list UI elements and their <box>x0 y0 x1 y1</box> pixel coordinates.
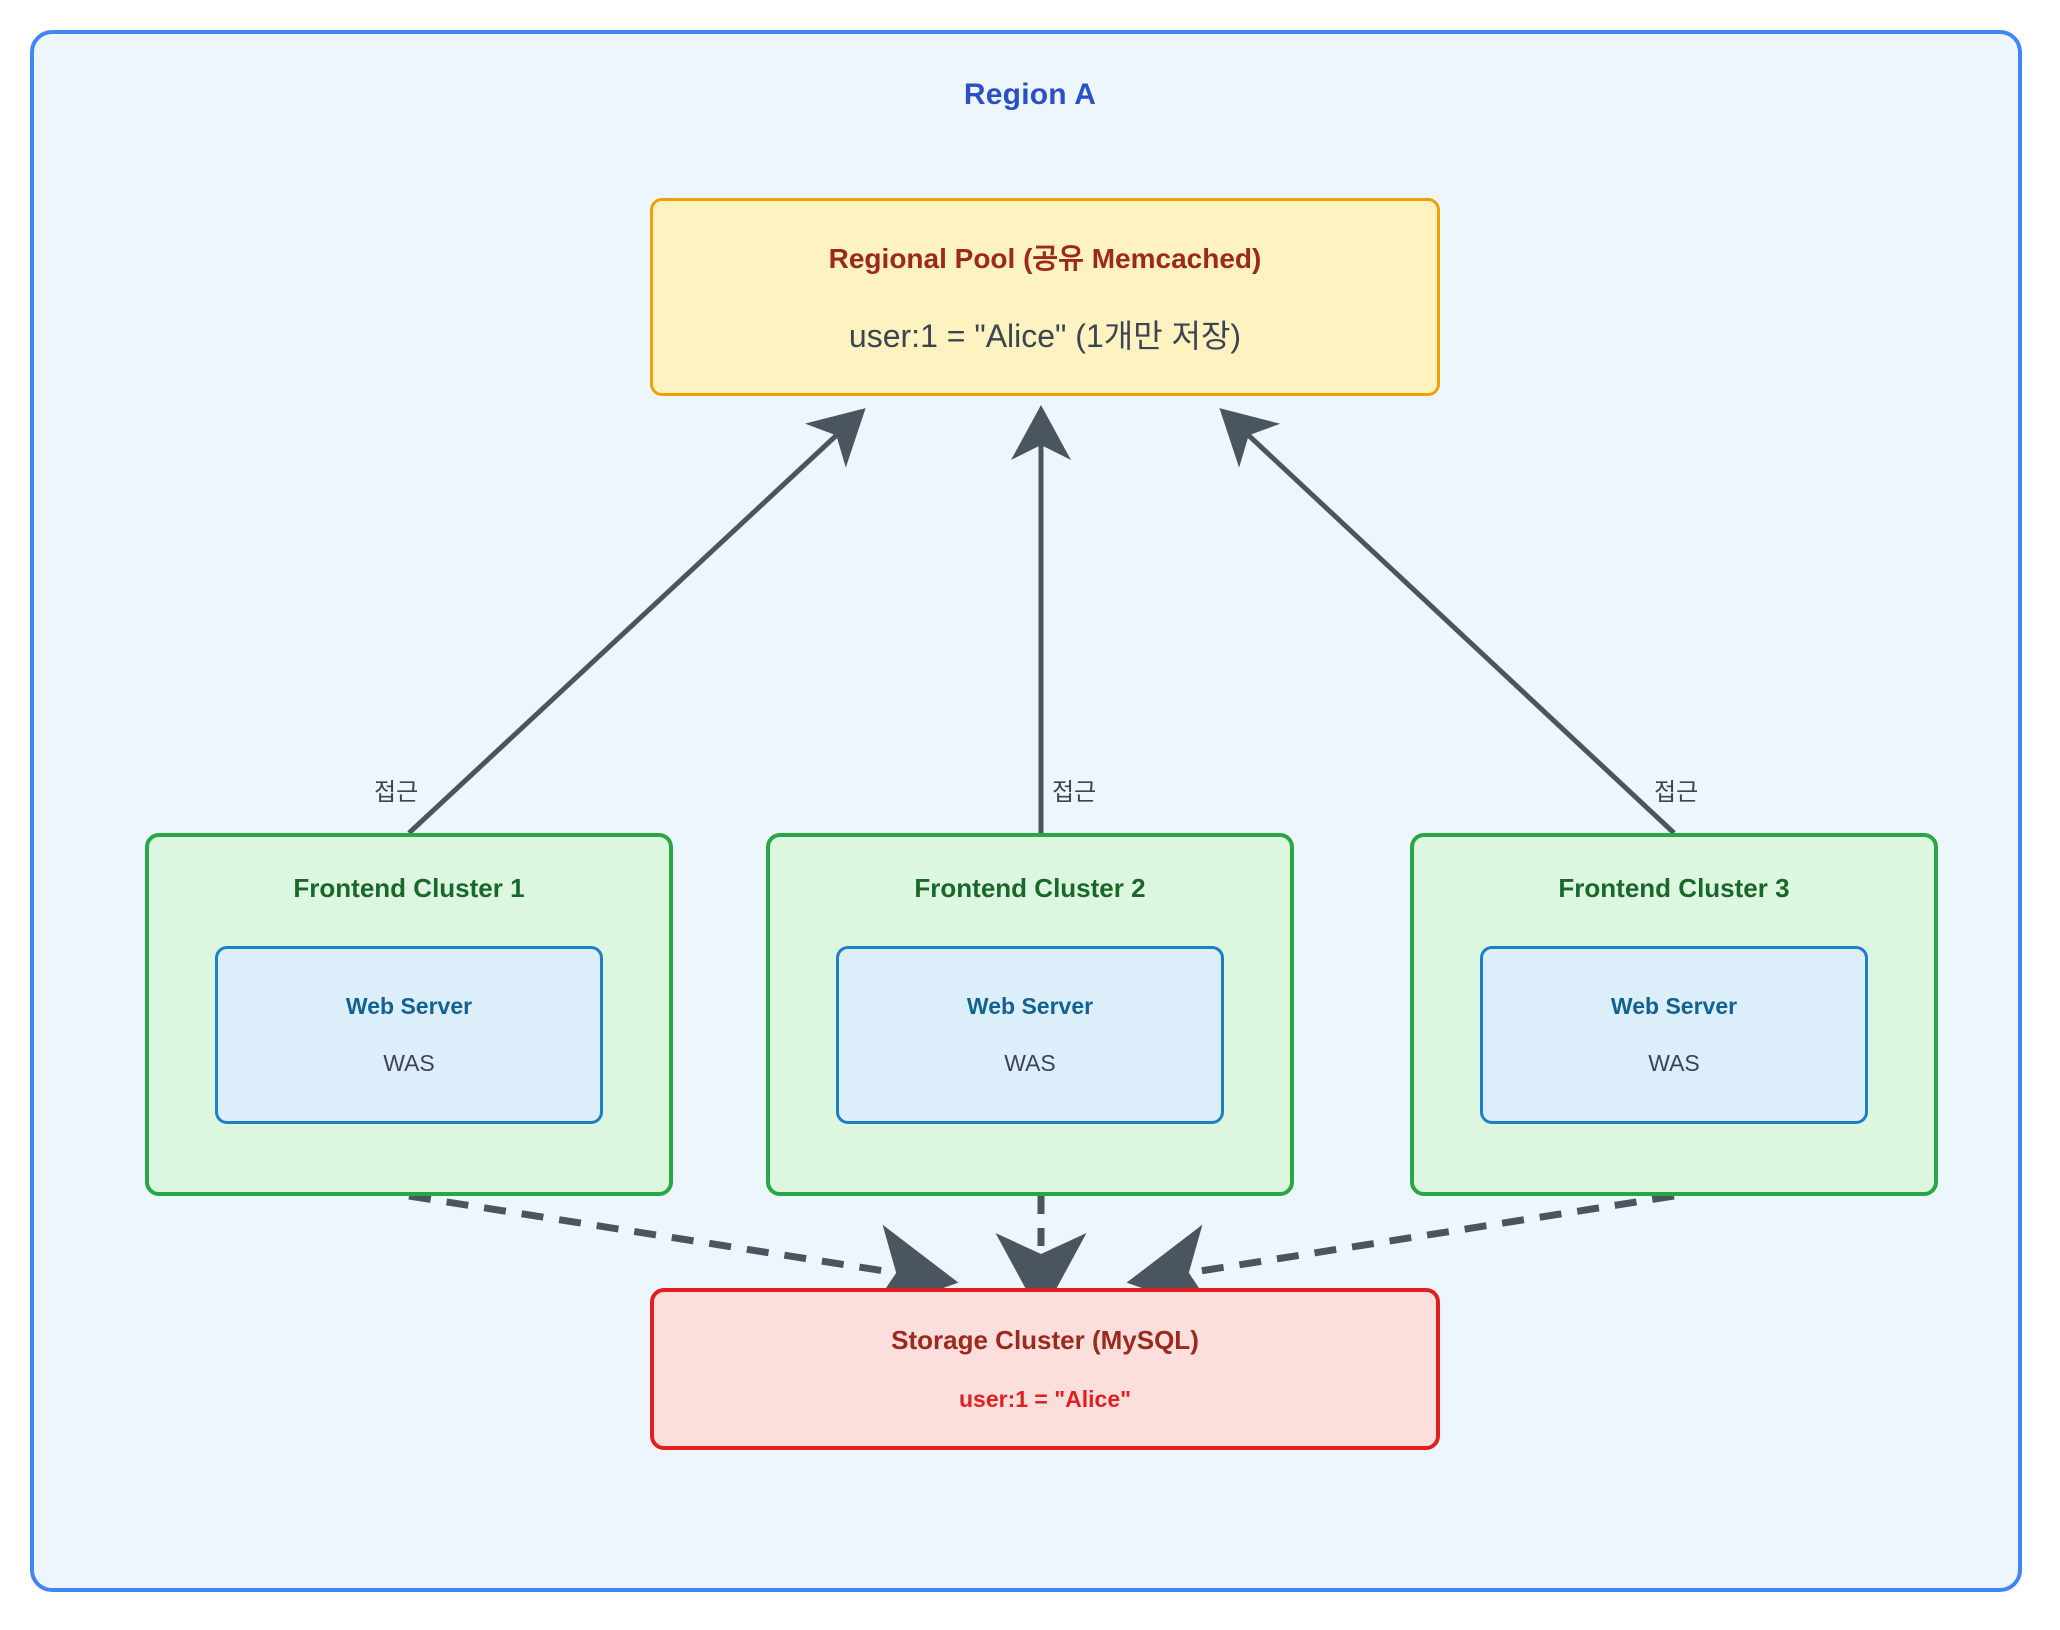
web-server-2-title: Web Server <box>966 993 1094 1019</box>
edge-label-cluster3: 접근 <box>1654 779 1699 806</box>
web-server-3[interactable]: Web Server WAS <box>1480 946 1868 1124</box>
web-server-1-title: Web Server <box>345 993 473 1019</box>
storage-cluster-node[interactable]: Storage Cluster (MySQL) user:1 = "Alice" <box>650 1288 1440 1450</box>
regional-pool-detail: user:1 = "Alice" (1개만 저장) <box>848 318 1242 354</box>
web-server-3-sub: WAS <box>1648 1050 1700 1076</box>
storage-cluster-title: Storage Cluster (MySQL) <box>891 1325 1199 1355</box>
web-server-1[interactable]: Web Server WAS <box>215 946 603 1124</box>
storage-cluster-detail: user:1 = "Alice" <box>958 1386 1132 1412</box>
frontend-cluster-3-title: Frontend Cluster 3 <box>1558 873 1790 903</box>
frontend-cluster-1[interactable]: Frontend Cluster 1 Web Server WAS <box>145 833 673 1196</box>
frontend-cluster-1-title: Frontend Cluster 1 <box>293 873 525 903</box>
web-server-3-title: Web Server <box>1610 993 1738 1019</box>
web-server-2[interactable]: Web Server WAS <box>836 946 1224 1124</box>
edge-label-cluster1: 접근 <box>374 779 419 806</box>
region-title: Region A <box>963 78 1097 111</box>
regional-pool-node[interactable]: Regional Pool (공유 Memcached) user:1 = "A… <box>650 198 1440 396</box>
frontend-cluster-2[interactable]: Frontend Cluster 2 Web Server WAS <box>766 833 1294 1196</box>
regional-pool-title: Regional Pool (공유 Memcached) <box>828 243 1262 274</box>
frontend-cluster-2-title: Frontend Cluster 2 <box>914 873 1146 903</box>
edge-label-cluster2: 접근 <box>1052 779 1097 806</box>
web-server-1-sub: WAS <box>383 1050 435 1076</box>
web-server-2-sub: WAS <box>1004 1050 1056 1076</box>
frontend-cluster-3[interactable]: Frontend Cluster 3 Web Server WAS <box>1410 833 1938 1196</box>
